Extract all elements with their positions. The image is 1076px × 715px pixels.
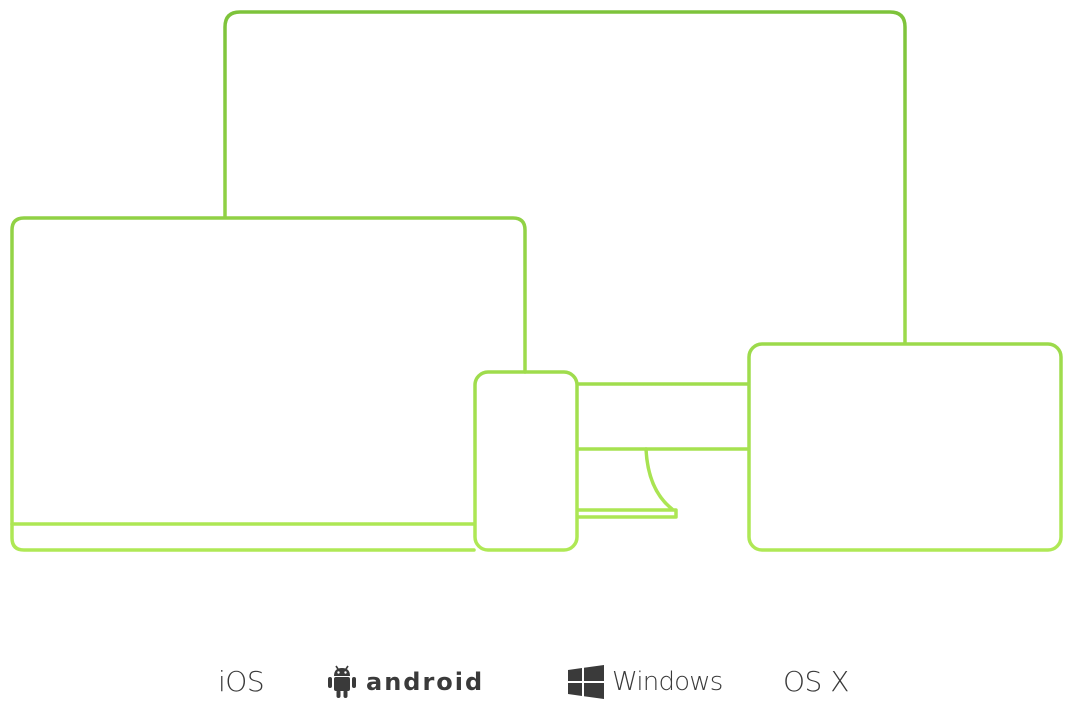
tablet-outline — [747, 342, 1063, 552]
platform-label-ios: iOS — [218, 665, 265, 698]
platform-ios: iOS — [218, 664, 265, 700]
platform-osx: OS X — [783, 664, 849, 700]
monitor-outline — [223, 10, 907, 519]
platform-label-osx: OS X — [783, 665, 849, 698]
platform-windows: Windows — [568, 664, 723, 700]
laptop-outline — [10, 216, 527, 552]
platform-label-windows: Windows — [612, 667, 723, 697]
android-robot-icon — [328, 665, 356, 698]
devices-illustration — [10, 10, 1063, 552]
platform-android: ANDROID — [326, 664, 484, 700]
phone-outline — [473, 370, 579, 552]
platform-list: iOS ANDROID — [0, 650, 1076, 710]
windows-logo-icon — [568, 665, 604, 699]
platform-label-android: ANDROID — [366, 668, 485, 696]
